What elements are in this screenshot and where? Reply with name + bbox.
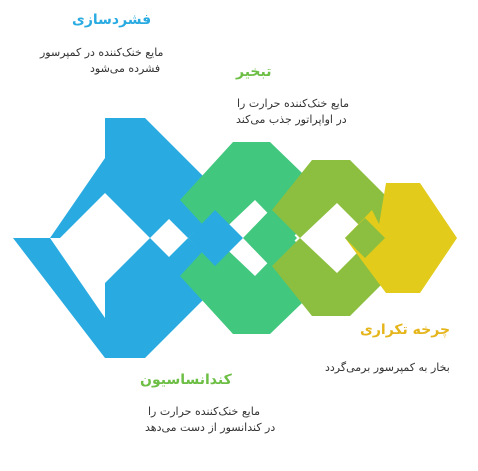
desc-condensation-line2: در کندانسور از دست می‌دهد <box>145 421 276 434</box>
desc-evaporation-line2: در اواپراتور جذب می‌کند <box>236 113 347 126</box>
yellow-shape <box>345 183 457 293</box>
title-evaporation: تبخیر <box>236 64 272 80</box>
desc-compression-line2: فشرده می‌شود <box>90 62 161 75</box>
green-inner-left <box>188 210 243 266</box>
title-compression: فشردسازی <box>72 12 152 28</box>
title-cycle: چرخه تکراری <box>360 322 451 338</box>
olive-inner-left <box>243 210 297 266</box>
desc-compression-line1: مایع خنک‌کننده در کمپرسور <box>40 46 164 59</box>
desc-cycle-line1: بخار به کمپرسور برمی‌گردد <box>325 361 450 374</box>
yellow-inner-left <box>345 218 385 258</box>
diamond-yellow <box>345 183 457 293</box>
desc-evaporation-line1: مایع خنک‌کننده حرارت را <box>237 97 349 110</box>
title-condensation: کندانساسیون <box>140 372 232 388</box>
desc-condensation-line1: مایع خنک‌کننده حرارت را <box>148 405 260 418</box>
